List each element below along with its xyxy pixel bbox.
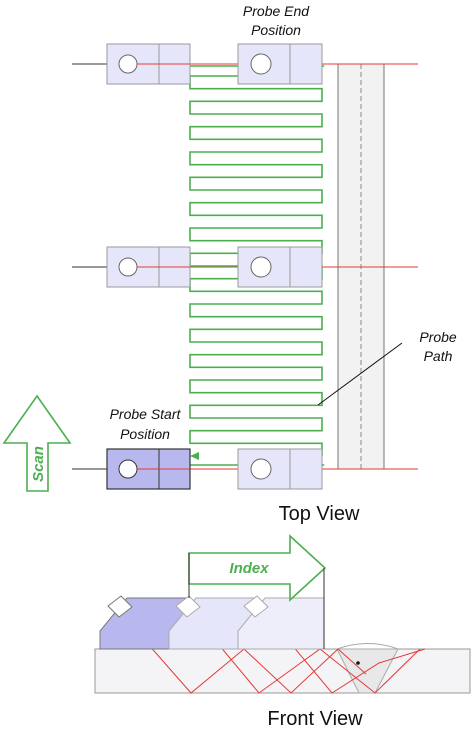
- probe-path-label-line2: Path: [424, 348, 453, 364]
- scan-label: Scan: [30, 446, 47, 482]
- probe-start: [106, 448, 191, 490]
- probe-middle-left: [106, 246, 191, 288]
- front-view-title: Front View: [267, 708, 363, 730]
- probe-top-end: [237, 43, 323, 85]
- probe-path-leader: [317, 342, 403, 406]
- wedge-end: [237, 595, 325, 650]
- index-label: Index: [229, 560, 269, 577]
- scan-arrow-icon: [2, 394, 72, 492]
- probe-end-label-line2: Position: [251, 22, 301, 38]
- probe-bottom-right: [237, 448, 323, 490]
- probe-top-left-upper: [106, 43, 191, 85]
- probe-middle-right: [237, 246, 323, 288]
- probe-start-label-line2: Position: [120, 426, 170, 442]
- probe-start-label-line1: Probe Start: [110, 406, 182, 422]
- index-arrow-icon: [188, 534, 327, 602]
- front-view: Index Front View: [94, 534, 471, 730]
- probe-path-label-line1: Probe: [419, 329, 457, 345]
- top-view-title: Top View: [279, 503, 360, 525]
- top-view: Scan Probe End Position Probe Start Posi…: [2, 3, 457, 525]
- probe-end-label-line1: Probe End: [243, 3, 310, 19]
- wedge-middle: [168, 595, 258, 650]
- wedge-start: [99, 595, 190, 650]
- probe-axis-lines: [72, 63, 107, 470]
